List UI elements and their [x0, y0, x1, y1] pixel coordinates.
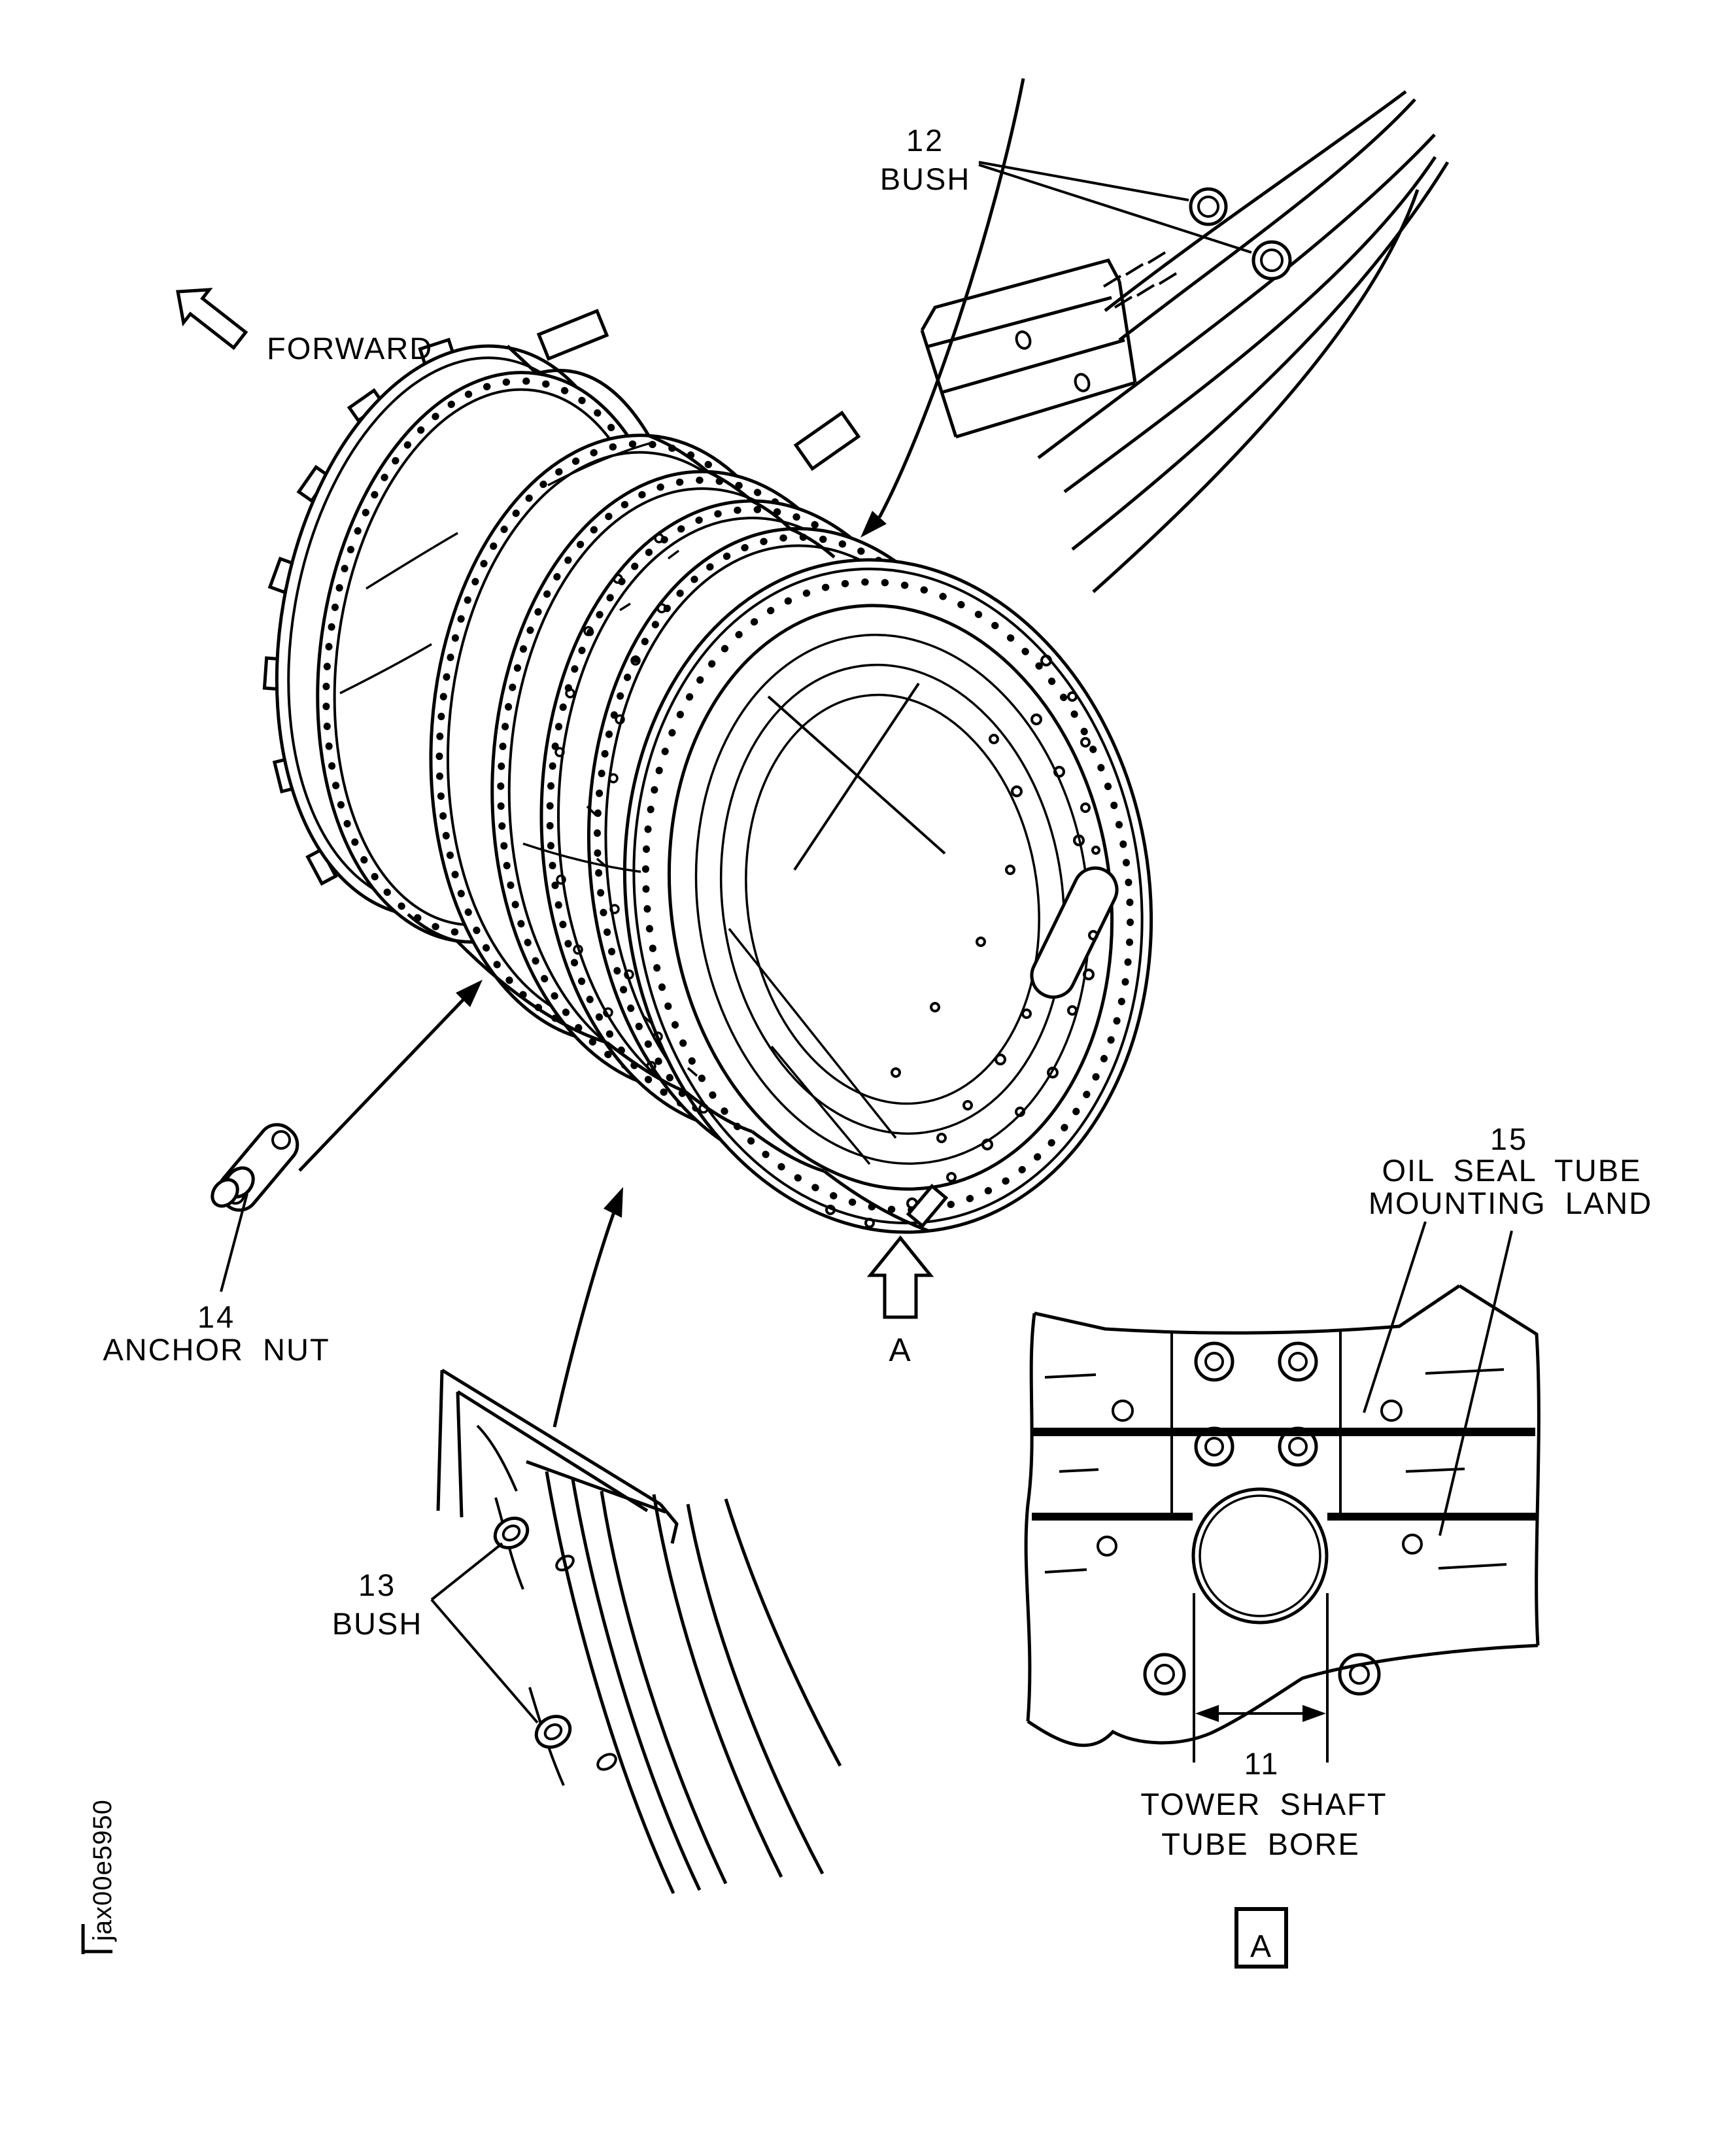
callout-11-line2: TUBE BORE [1161, 1827, 1360, 1861]
detail-13-locator-arrow [553, 1187, 623, 1428]
tower-shaft-tube-bore [1191, 1487, 1329, 1625]
figure-code: jax00e5950 [88, 1799, 117, 1942]
anchor-nut-part [211, 980, 483, 1292]
callout-12-number: 12 [906, 123, 944, 158]
detail-view-a [1024, 1221, 1540, 1763]
view-a-letter: A [889, 1332, 911, 1368]
anchor-nut-leader [220, 1193, 248, 1292]
lower-flange-detail [436, 1187, 842, 1895]
oil-seal-land-leaders [1363, 1221, 1513, 1536]
bush-13-b [534, 1714, 572, 1749]
callout-15-line2: MOUNTING LAND [1369, 1186, 1652, 1220]
bush-12-b [1251, 240, 1292, 281]
callout-11-number: 11 [1244, 1746, 1280, 1781]
callout-14-label: ANCHOR NUT [103, 1332, 330, 1367]
detail-12-locator-arrow [860, 78, 1025, 538]
compressor-case-assembly [262, 309, 1153, 1234]
forward-label: FORWARD [267, 331, 433, 366]
interior-struts [728, 682, 946, 1165]
mounting-bolt-holes [1097, 1341, 1423, 1696]
callout-12-label: BUSH [880, 162, 971, 196]
anchor-nut-locator-arrow [298, 980, 483, 1172]
flange-hatch-ticks [1102, 251, 1178, 309]
detail-13-bracket [436, 1368, 679, 1544]
case-fittings [554, 533, 709, 1114]
forward-direction-arrow [176, 288, 248, 351]
bore-dimension [1193, 1593, 1329, 1763]
bush-12-leaders [978, 161, 1252, 254]
bush-12-a [1189, 187, 1228, 226]
interior-rivet-holes [825, 655, 1100, 1228]
detail-a-box [1234, 1907, 1288, 1969]
callout-13-label: BUSH [332, 1606, 423, 1641]
case-silhouette [407, 345, 929, 1233]
channel-rail [920, 258, 1137, 439]
bush-13-leaders [430, 1542, 539, 1724]
interior-access-slot [1030, 866, 1119, 999]
detail-a-letter: A [1250, 1929, 1272, 1964]
callout-14-number: 14 [197, 1299, 235, 1334]
callout-11-line1: TOWER SHAFT [1140, 1787, 1387, 1821]
callout-13-number: 13 [358, 1568, 396, 1602]
case-surface-details [339, 309, 949, 1228]
callout-15-number: 15 [1490, 1122, 1528, 1156]
view-a-arrow [866, 1235, 934, 1319]
front-case-rim [622, 558, 1153, 1234]
callout-15-line1: OIL SEAL TUBE [1382, 1153, 1641, 1188]
case-interior [694, 634, 1119, 1228]
figure-code-bracket [81, 1924, 112, 1954]
bush-13-a [493, 1516, 530, 1550]
upper-flange-detail [860, 78, 1450, 593]
